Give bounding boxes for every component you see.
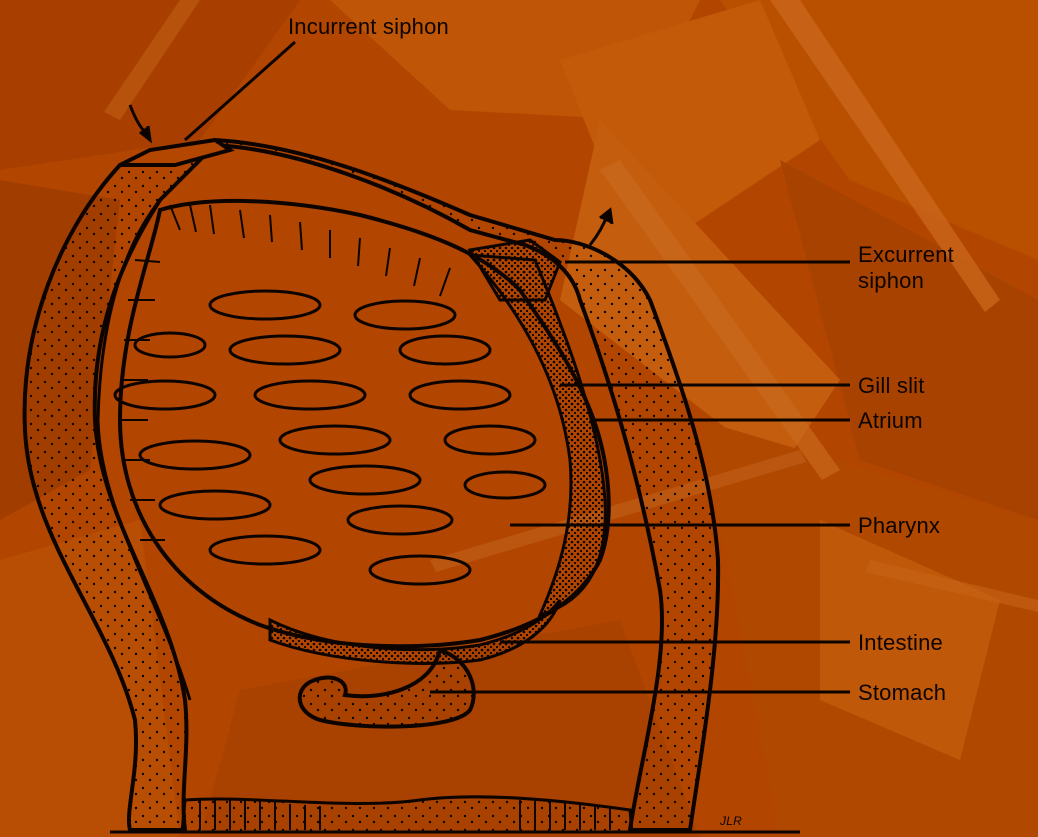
leader-lines	[185, 42, 850, 692]
intestine-shape	[270, 600, 560, 663]
label-stomach: Stomach	[858, 680, 946, 706]
incurrent-siphon-shape	[120, 140, 230, 165]
label-atrium: Atrium	[858, 408, 923, 434]
leader-incurrent	[185, 42, 295, 140]
label-gill-slit: Gill slit	[858, 373, 925, 399]
artist-signature: JLR	[720, 814, 742, 828]
label-intestine: Intestine	[858, 630, 943, 656]
inflow-arrow-icon	[130, 105, 150, 140]
label-incurrent-siphon: Incurrent siphon	[288, 14, 449, 40]
gill-slits	[115, 291, 545, 584]
label-pharynx: Pharynx	[858, 513, 940, 539]
label-excurrent-siphon: Excurrent siphon	[858, 242, 954, 294]
outflow-arrow-icon	[590, 210, 612, 245]
